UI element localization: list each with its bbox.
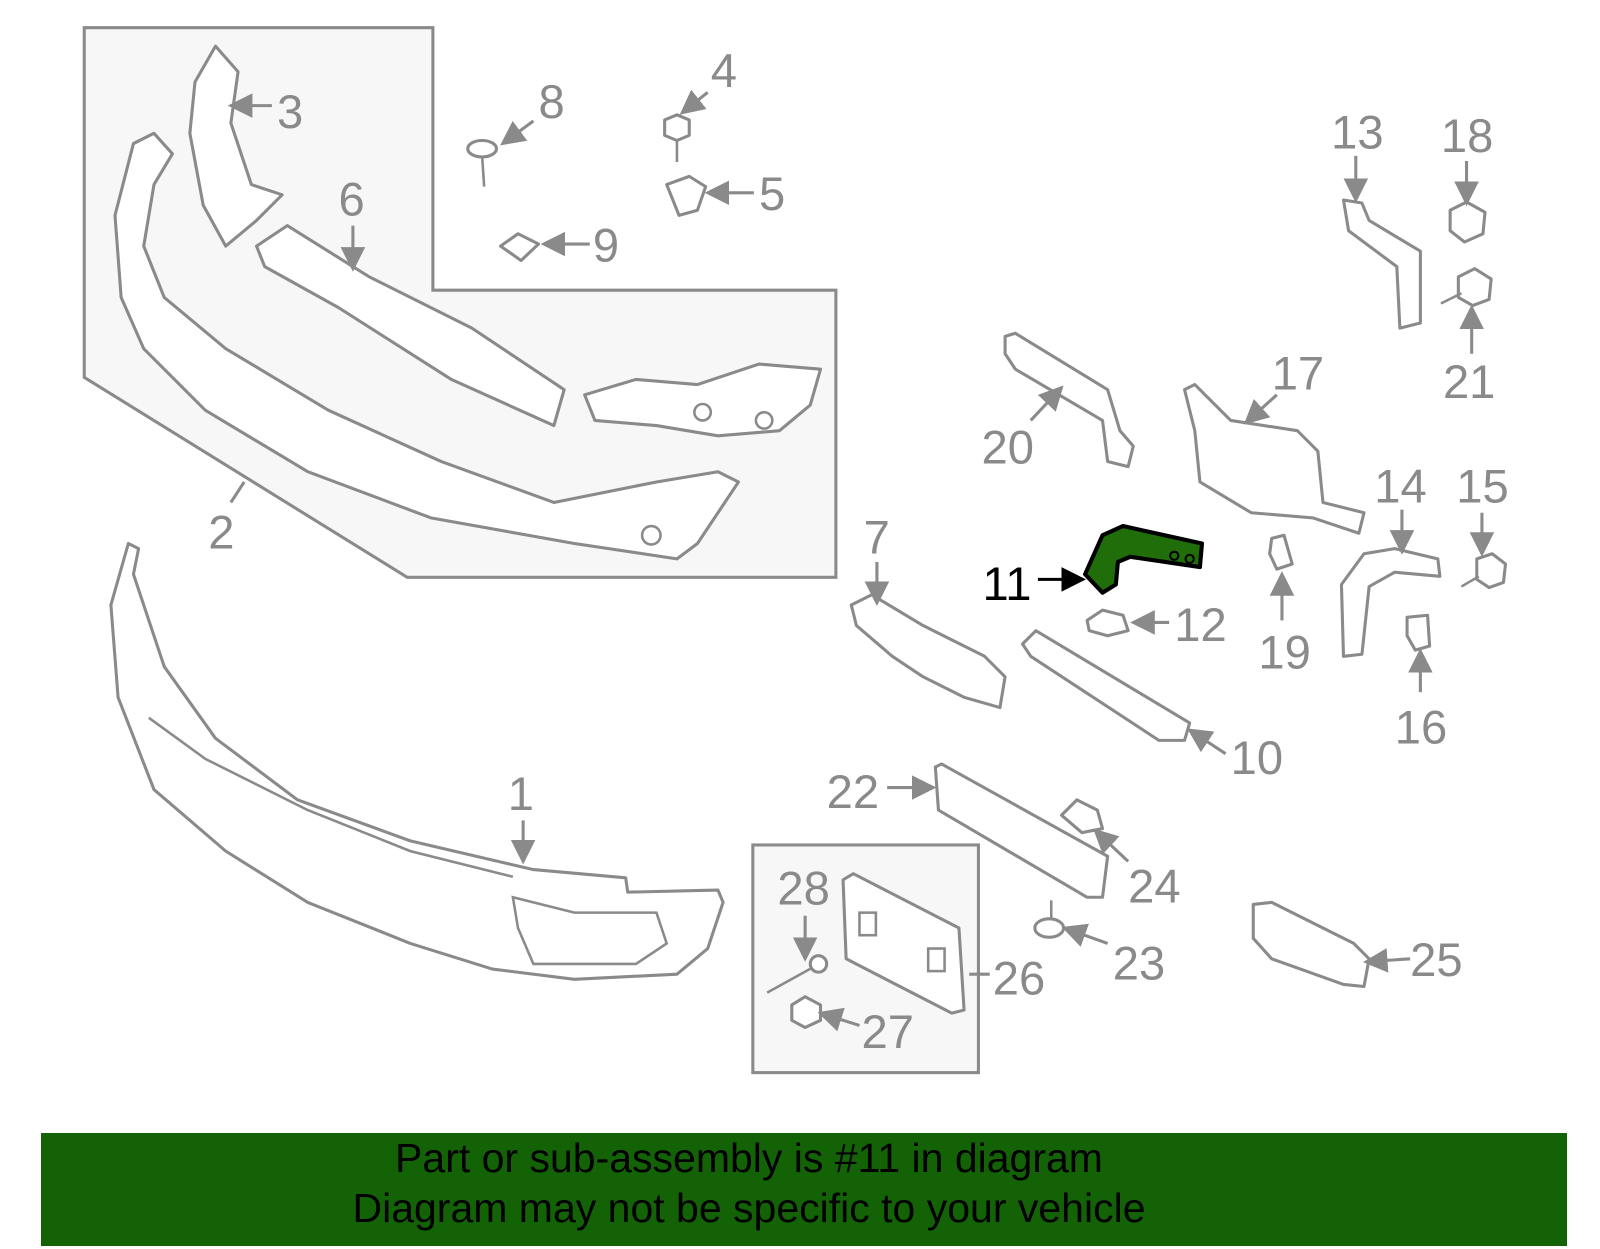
part-23-bolt — [1033, 900, 1066, 939]
label-1[interactable]: 1 — [508, 767, 534, 820]
part-25-reflector — [1251, 900, 1371, 989]
part-5-nut — [665, 174, 708, 217]
label-22[interactable]: 22 — [827, 765, 879, 818]
part-11-bracket-highlighted — [1083, 524, 1205, 595]
part-12-nut — [1085, 608, 1130, 638]
label-9[interactable]: 9 — [593, 218, 619, 271]
part-27-nut — [790, 995, 823, 1030]
part-15-bolt — [1460, 552, 1508, 590]
label-6[interactable]: 6 — [339, 172, 365, 225]
part-6-absorber — [254, 224, 566, 428]
label-18[interactable]: 18 — [1441, 109, 1493, 162]
part-1-bumper — [109, 541, 725, 981]
label-3[interactable]: 3 — [277, 85, 303, 138]
label-15[interactable]: 15 — [1456, 459, 1508, 512]
part-3-bracket — [188, 44, 284, 248]
label-25[interactable]: 25 — [1410, 933, 1462, 986]
label-4[interactable]: 4 — [711, 44, 737, 97]
part-4-bolt — [663, 113, 691, 163]
part-22-molding — [933, 762, 1110, 899]
part-8-bolt — [466, 138, 499, 187]
label-13[interactable]: 13 — [1331, 106, 1383, 159]
label-11[interactable]: 11 — [983, 557, 1032, 610]
label-23[interactable]: 23 — [1113, 936, 1165, 989]
label-19[interactable]: 19 — [1258, 626, 1310, 679]
part-19-clip — [1268, 533, 1294, 571]
label-24[interactable]: 24 — [1128, 859, 1180, 912]
label-21[interactable]: 21 — [1443, 355, 1495, 408]
label-12[interactable]: 12 — [1174, 598, 1226, 651]
label-17[interactable]: 17 — [1272, 347, 1324, 400]
part-14-bracket — [1339, 547, 1442, 658]
label-7[interactable]: 7 — [864, 511, 890, 564]
part-20-bracket — [1003, 331, 1135, 469]
label-5[interactable]: 5 — [759, 167, 785, 220]
info-banner: Part or sub-assembly is #11 in diagram D… — [41, 1133, 1567, 1246]
part-18-nut — [1448, 200, 1487, 244]
label-20[interactable]: 20 — [982, 421, 1034, 474]
part-21-bolt — [1440, 267, 1493, 308]
part-10-bar — [1020, 629, 1192, 742]
label-8[interactable]: 8 — [539, 75, 565, 128]
banner-line-1: Part or sub-assembly is #11 in diagram — [395, 1135, 1103, 1181]
label-2[interactable]: 2 — [208, 506, 234, 559]
part-2-reinforcement — [113, 131, 741, 561]
label-10[interactable]: 10 — [1231, 731, 1283, 784]
label-28[interactable]: 28 — [777, 861, 829, 914]
label-27[interactable]: 27 — [862, 1005, 914, 1058]
part-24-clip — [1059, 798, 1105, 835]
part-16-clip — [1405, 613, 1432, 652]
label-26[interactable]: 26 — [993, 952, 1045, 1005]
part-13-bracket — [1341, 198, 1422, 330]
part-7-bracket — [849, 593, 1007, 710]
part-26-plate-bracket — [841, 872, 966, 1015]
label-14[interactable]: 14 — [1374, 459, 1426, 512]
part-17-bracket — [1183, 383, 1366, 535]
label-16[interactable]: 16 — [1395, 700, 1447, 753]
part-2-side-bracket — [583, 362, 823, 438]
banner-line-2: Diagram may not be specific to your vehi… — [352, 1185, 1146, 1231]
leader-lines — [227, 89, 1495, 1032]
part-9-clip — [499, 232, 541, 263]
